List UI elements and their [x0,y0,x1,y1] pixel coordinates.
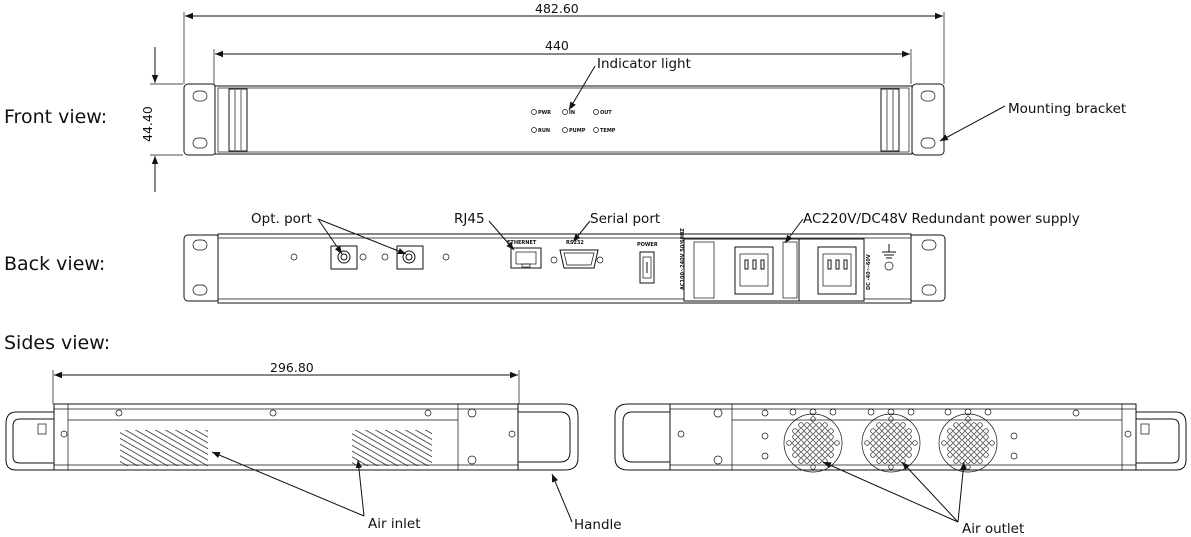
front-led-run: RUN [531,127,550,134]
sides-view-label: Sides view: [4,332,110,354]
mounting-bracket-hole [920,90,936,102]
depth-dimension: 296.80 [270,360,314,375]
air-inlet-vent-2 [352,430,432,466]
ac-module-label: AC100~240V 50/60HZ [680,228,686,290]
rj45-port: ETHERNET [507,240,542,269]
led-label: IN [569,110,575,116]
air-outlet-callout: Air outlet [962,521,1024,537]
air-outlet-fan-3 [938,408,998,473]
dc-module-label: DC -40~-60V [866,254,872,290]
front-view: 482.60 440 44.40 PWR I [140,1,1126,192]
rj45-callout: RJ45 [454,211,485,227]
air-outlet-fan-2 [861,408,921,473]
led-label: PWR [538,110,551,116]
front-led-in: IN [562,109,575,116]
mounting-bracket-callout: Mounting bracket [1008,101,1126,117]
handle-callout: Handle [574,517,622,533]
ethernet-label: ETHERNET [507,240,537,246]
left-side-view: 296.80 Air inlet Handle [5,360,622,533]
panel-width-dimension: 440 [545,38,569,53]
rs232-label: RS232 [566,240,584,246]
dc-power-module: DC -40~-60V [798,238,872,302]
air-inlet-vent-1 [120,430,208,466]
front-led-out: OUT [593,109,612,116]
power-switch: POWER [637,242,658,284]
right-side-view: Air outlet [614,403,1187,537]
ground-icon [882,244,896,271]
front-led-temp: TEMP [593,127,616,134]
led-label: TEMP [600,128,616,134]
led-label: PUMP [569,128,586,134]
front-led-pwr: PWR [531,109,551,116]
back-view: ETHERNET RS232 POWER [183,211,1080,304]
opt-port-callout: Opt. port [251,211,312,227]
overall-width-dimension: 482.60 [535,1,579,16]
power-supply-callout: AC220V/DC48V Redundant power supply [803,211,1080,227]
front-view-label: Front view: [4,106,107,128]
ac-power-module: AC100~240V 50/60HZ [680,228,800,302]
air-inlet-callout: Air inlet [368,516,420,532]
led-label: OUT [600,110,612,116]
height-dimension: 44.40 [140,106,155,142]
serial-port: RS232 [550,240,604,269]
back-view-label: Back view: [4,253,105,275]
led-label: RUN [538,128,550,134]
serial-port-callout: Serial port [590,211,660,227]
front-led-pump: PUMP [562,127,586,134]
indicator-light-callout: Indicator light [597,56,691,72]
power-label: POWER [637,242,658,248]
